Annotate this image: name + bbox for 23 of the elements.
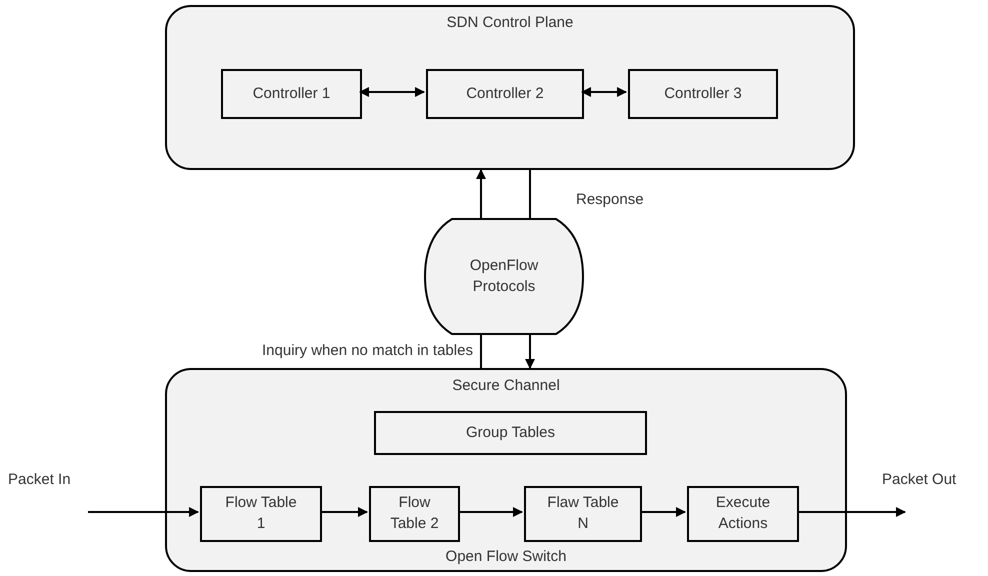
- arrow: [458, 507, 523, 517]
- node-label: OpenFlow Protocols: [468, 256, 540, 296]
- process-box: Controller 1: [221, 69, 362, 119]
- process-box: Flow Table 1: [200, 486, 322, 542]
- process-box: Group Tables: [374, 411, 647, 455]
- panel-title: Open Flow Switch: [444, 546, 568, 566]
- process-box: Flaw Table N: [524, 486, 642, 542]
- process-box: Controller 2: [426, 69, 584, 119]
- arrow: [476, 169, 486, 218]
- process-box: Controller 3: [628, 69, 778, 119]
- arrow: [640, 507, 686, 517]
- panel-title: SDN Control Plane: [446, 13, 574, 33]
- arrow: [525, 335, 535, 369]
- arrow: [320, 507, 368, 517]
- panel-title: Secure Channel: [451, 376, 561, 396]
- process-box: Flow Table 2: [369, 486, 460, 542]
- arrow: [88, 507, 199, 517]
- arrow: [581, 87, 627, 97]
- process-box: Execute Actions: [687, 486, 799, 542]
- arrow: [797, 507, 906, 517]
- arrow: [359, 87, 425, 97]
- group-panel: [165, 368, 847, 572]
- group-panel: [165, 5, 855, 170]
